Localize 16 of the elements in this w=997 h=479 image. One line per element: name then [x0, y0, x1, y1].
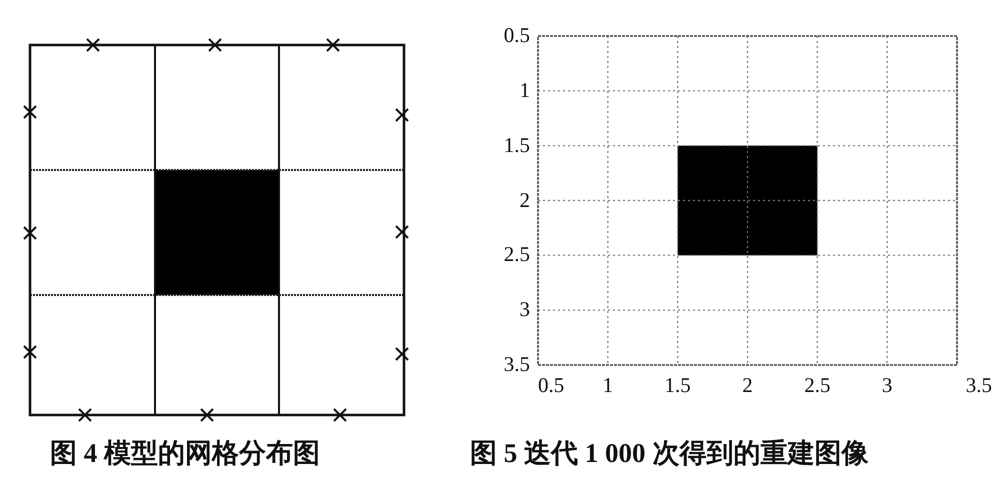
tick-label: 0.5	[538, 375, 564, 396]
caption: 图 5 迭代 1 000 次得到的重建图像	[470, 440, 868, 467]
tick-label: 1.5	[664, 375, 691, 396]
tick-label: 1.5	[504, 134, 530, 156]
caption: 图 4 模型的网格分布图	[50, 440, 320, 467]
tick-label: 3.5	[966, 375, 992, 396]
tick-label: 3	[520, 299, 530, 320]
tick-label: 2.5	[804, 375, 830, 396]
tick-label: 0.5	[504, 25, 530, 46]
tick-label: 3.5	[504, 354, 530, 375]
tick-label: 1	[602, 375, 614, 396]
tick-label: 2.5	[504, 244, 530, 266]
tick-label: 3	[882, 375, 892, 396]
tick-label: 1	[520, 80, 530, 101]
tick-label: 2	[520, 190, 530, 210]
tick-label: 2	[742, 375, 753, 396]
